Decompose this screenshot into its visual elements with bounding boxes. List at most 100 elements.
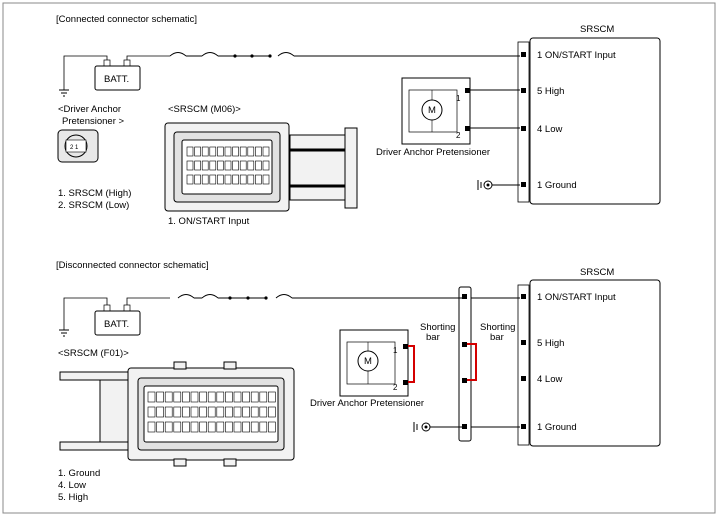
connected-pin-ground <box>521 182 526 187</box>
connector-pin <box>156 391 164 403</box>
connector-pin <box>207 421 216 433</box>
motor-icon <box>421 90 443 132</box>
connector-pin <box>224 160 232 171</box>
disconnected-label-low: 4 Low <box>537 374 562 385</box>
anchor-note-2: 2. SRSCM (Low) <box>58 200 129 211</box>
connector-pin <box>259 391 268 403</box>
connector-pin <box>239 146 247 157</box>
anchor-connector-face: 2 1 <box>70 145 79 151</box>
connected-pretensioner-caption: Driver Anchor Pretensioner <box>376 147 490 158</box>
connector-pin <box>217 174 224 185</box>
connector-pin <box>186 174 194 185</box>
connected-label-on-start: 1 ON/START Input <box>537 50 616 61</box>
connector-pin <box>242 421 250 433</box>
shorting-bar-pretensioner <box>408 345 415 383</box>
connector-pin <box>225 421 233 433</box>
connector-pin <box>239 174 247 185</box>
disconnected-pin-a: 1 <box>393 346 398 355</box>
connected-section-title: [Connected connector schematic] <box>56 14 197 25</box>
connector-pin <box>268 391 276 403</box>
connector-pin <box>216 391 225 403</box>
connector-pin <box>182 391 190 403</box>
disconnected-srscm-connector <box>517 284 530 446</box>
connector-pin <box>255 174 262 185</box>
connected-label-low: 4 Low <box>537 124 562 135</box>
connector-pin <box>173 391 182 403</box>
m06-connector-title: <SRSCM (M06)> <box>168 104 241 115</box>
connector-pin <box>207 406 216 418</box>
connector-pin <box>209 146 217 157</box>
shorting-bar-harness <box>467 343 477 381</box>
connector-pin <box>247 160 255 171</box>
connector-pin <box>190 406 199 418</box>
f01-pin-grid <box>147 391 276 433</box>
connected-pin-b: 2 <box>456 131 461 140</box>
connector-pin <box>194 160 201 171</box>
fuse-icon <box>177 294 195 299</box>
anchor-connector-title-2: Pretensioner > <box>62 116 125 127</box>
connector-pin <box>147 391 156 403</box>
connector-pin <box>233 406 242 418</box>
f01-note-3: 5. High <box>58 492 88 503</box>
connector-pin <box>186 146 194 157</box>
connector-pin <box>186 160 194 171</box>
connector-pin <box>164 406 173 418</box>
shorting-bar-label-1b: bar <box>426 332 440 343</box>
connector-pin <box>190 391 199 403</box>
ground-icon <box>413 422 431 432</box>
connector-pin <box>259 421 268 433</box>
m06-pin-grid <box>186 146 270 185</box>
connector-pin <box>156 421 164 433</box>
connector-pin <box>259 406 268 418</box>
disconnected-label-high: 5 High <box>537 338 564 349</box>
connector-pin <box>232 160 239 171</box>
fuse-icon <box>169 52 187 57</box>
connector-pin <box>182 406 190 418</box>
connected-motor-label: M <box>428 105 436 116</box>
connector-pin <box>201 160 209 171</box>
connected-pin-a: 1 <box>456 94 461 103</box>
connector-pin <box>209 160 217 171</box>
disconnected-section-title: [Disconnected connector schematic] <box>56 260 209 271</box>
shorting-bar-label-2a: Shorting <box>480 322 515 333</box>
connector-pin <box>199 391 207 403</box>
connector-pin <box>201 174 209 185</box>
connector-pin <box>147 421 156 433</box>
connector-pin <box>173 406 182 418</box>
f01-connector-title: <SRSCM (F01)> <box>58 348 129 359</box>
connector-pin <box>224 174 232 185</box>
connector-pin <box>164 391 173 403</box>
disconnected-batt-label: BATT. <box>104 319 129 330</box>
connected-srscm-title: SRSCM <box>580 24 614 35</box>
connector-pin <box>232 146 239 157</box>
disconnected-srscm-title: SRSCM <box>580 267 614 278</box>
connected-pretensioner-box <box>401 77 471 145</box>
connector-pin <box>225 391 233 403</box>
shorting-bar-label-2b: bar <box>490 332 504 343</box>
connector-pin <box>233 421 242 433</box>
connected-srscm-module <box>529 37 661 205</box>
connector-pin <box>242 406 250 418</box>
connector-pin <box>268 406 276 418</box>
connector-pin <box>224 146 232 157</box>
ground-icon <box>59 89 69 97</box>
connector-face-icon <box>57 129 99 163</box>
connector-pin <box>216 406 225 418</box>
f01-note-2: 4. Low <box>58 480 86 491</box>
connector-pin <box>247 146 255 157</box>
disconnected-pretensioner-box <box>339 329 409 397</box>
connected-label-ground: 1 Ground <box>537 180 577 191</box>
disconnected-label-ground: 1 Ground <box>537 422 577 433</box>
connector-pin <box>156 406 164 418</box>
harness-connector <box>458 286 472 442</box>
connected-srscm-connector <box>517 41 530 203</box>
connector-pin <box>242 391 250 403</box>
connector-pin <box>250 391 259 403</box>
connector-pin <box>225 406 233 418</box>
motor-icon <box>357 342 379 384</box>
ground-icon <box>477 180 493 190</box>
connected-pin-high <box>521 88 526 93</box>
connector-pin <box>199 421 207 433</box>
connector-pin <box>262 174 270 185</box>
connector-pin <box>217 160 224 171</box>
